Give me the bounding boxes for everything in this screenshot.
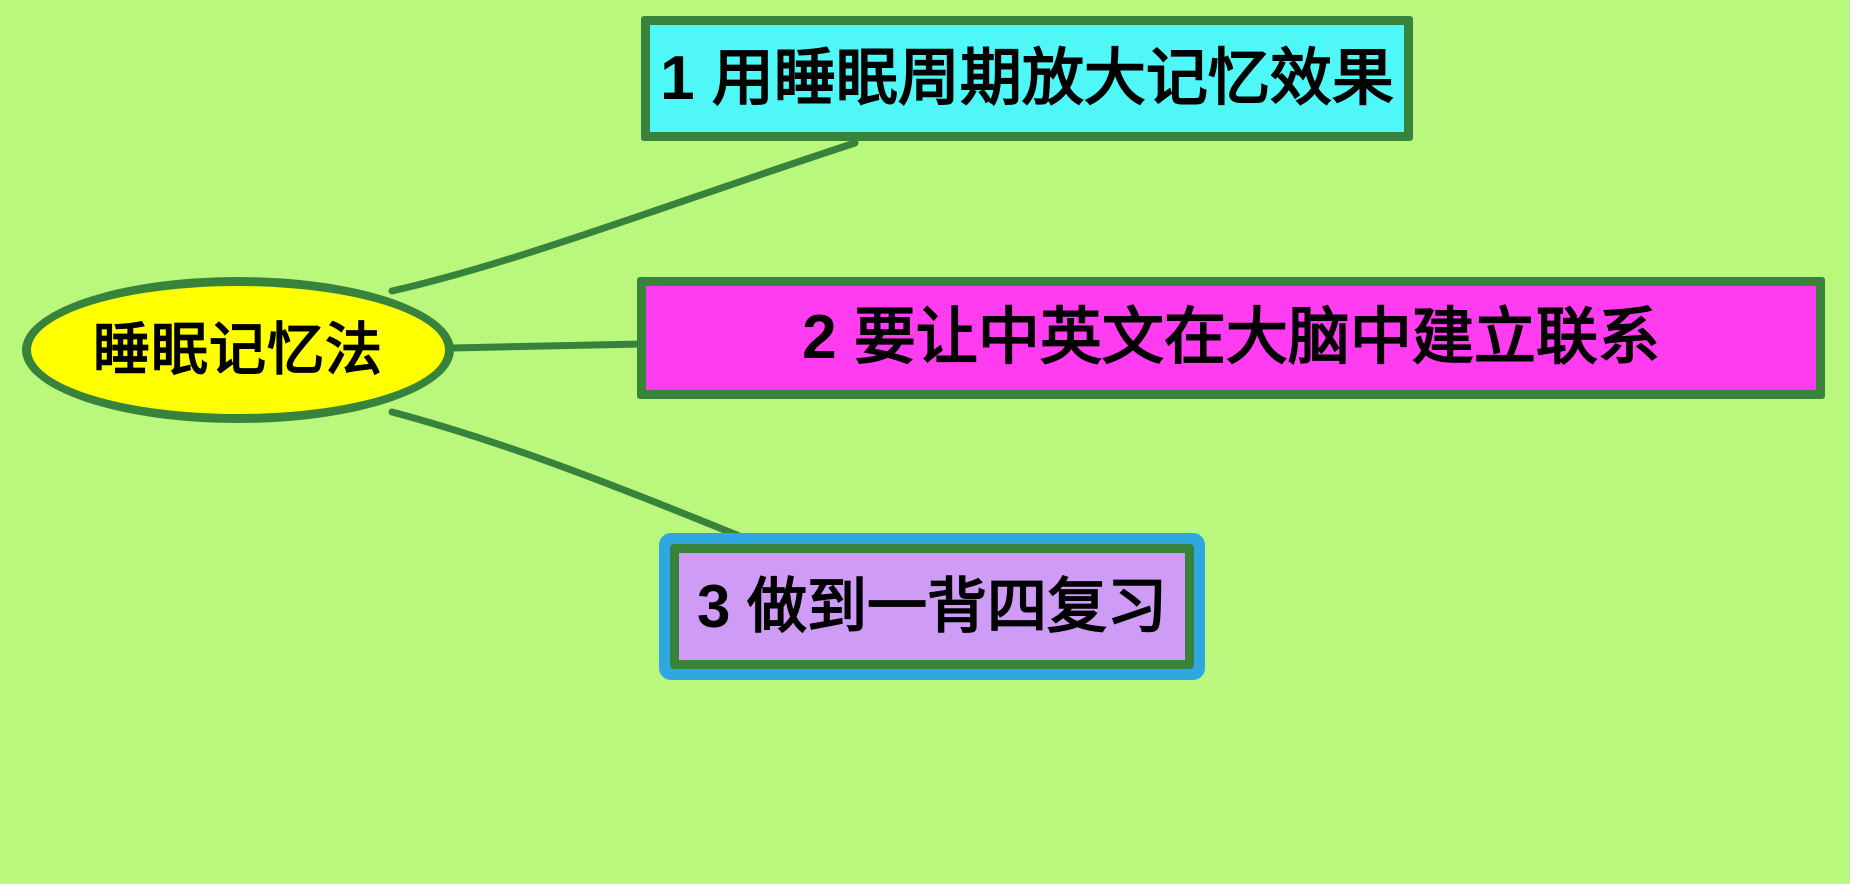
- branch-node-2[interactable]: 2 要让中英文在大脑中建立联系: [637, 277, 1825, 399]
- branch-node-3-body: 3 做到一背四复习: [670, 544, 1194, 669]
- branch-node-2-label: 2 要让中英文在大脑中建立联系: [802, 303, 1660, 372]
- branch-node-2-body: 2 要让中英文在大脑中建立联系: [637, 277, 1825, 399]
- root-node-label: 睡眠记忆法: [93, 317, 383, 382]
- connector-root-to-branch-3: [388, 408, 746, 541]
- branch-node-1-label: 1 用睡眠周期放大记忆效果: [660, 43, 1394, 113]
- branch-node-3[interactable]: 3 做到一背四复习: [659, 533, 1205, 680]
- branch-node-3-label: 3 做到一背四复习: [696, 572, 1168, 640]
- branch-node-1-body: 1 用睡眠周期放大记忆效果: [641, 16, 1413, 141]
- root-node[interactable]: 睡眠记忆法: [22, 277, 454, 423]
- connector-root-to-branch-1: [388, 139, 859, 295]
- branch-node-1[interactable]: 1 用睡眠周期放大记忆效果: [641, 16, 1413, 141]
- connector-root-to-branch-2: [448, 340, 644, 352]
